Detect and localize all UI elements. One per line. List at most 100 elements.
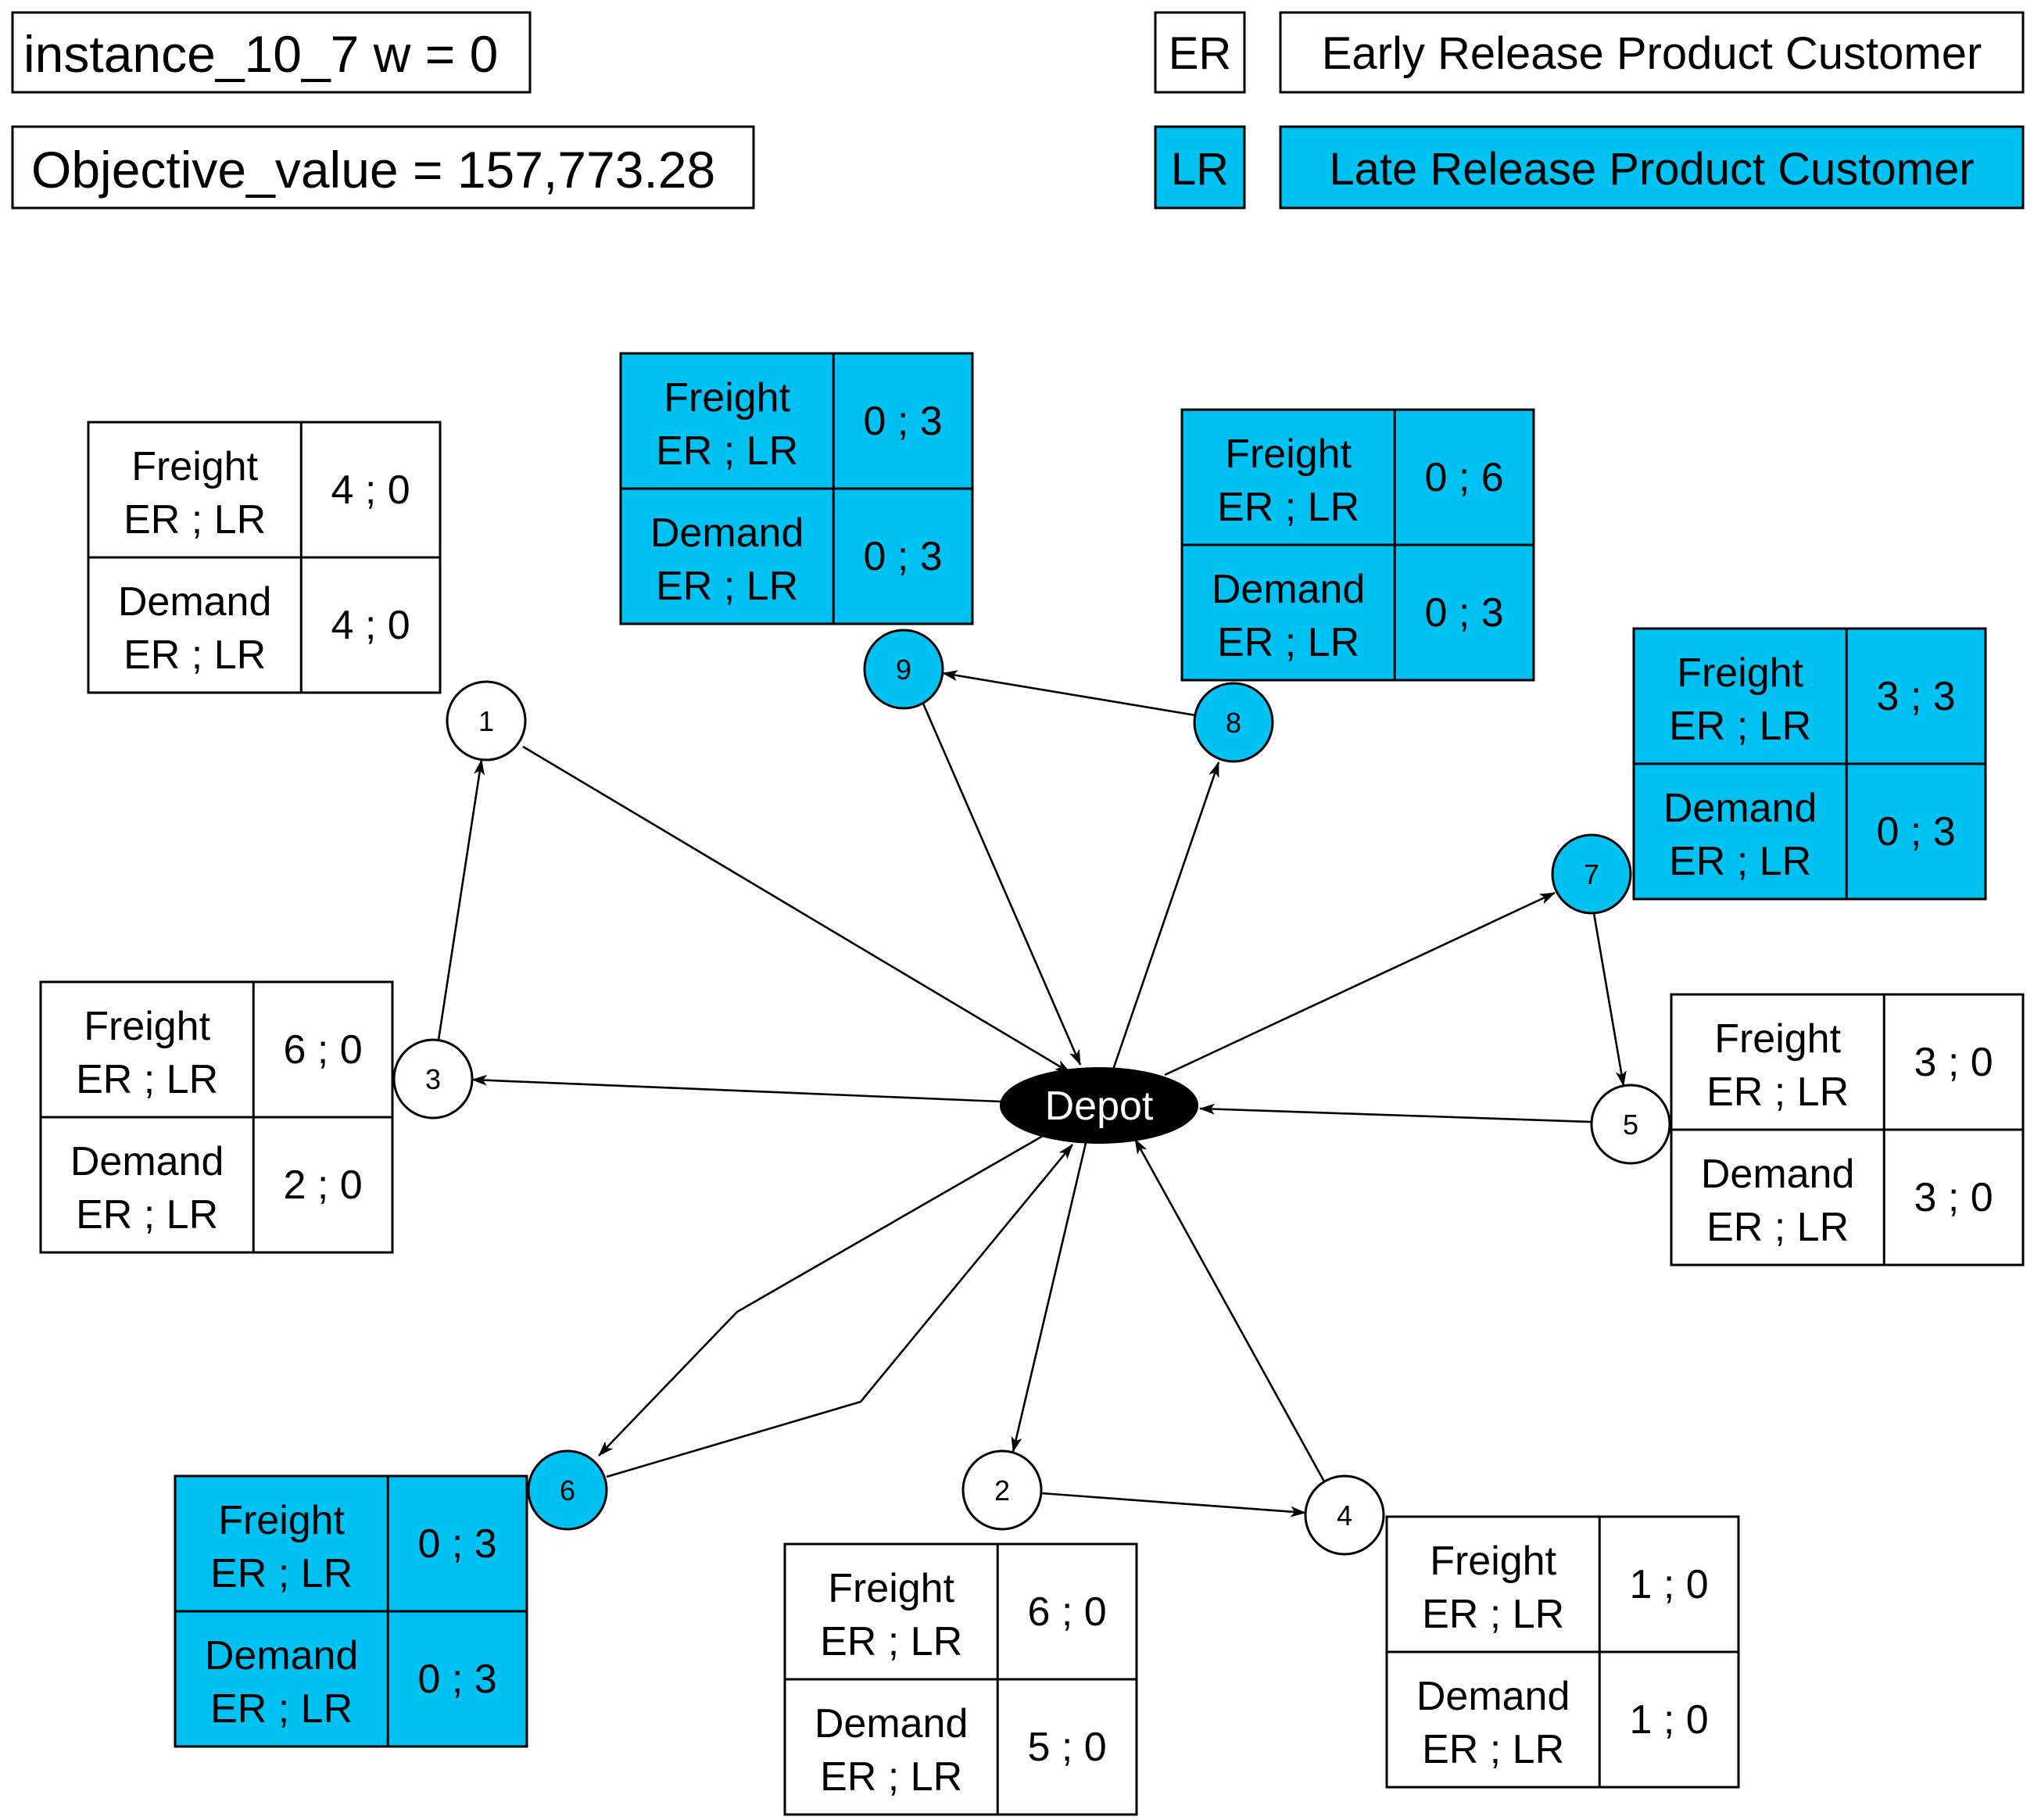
edge-6-depot bbox=[606, 1144, 1074, 1478]
demand-label: Demand bbox=[118, 579, 272, 625]
demand-value: 4 ; 0 bbox=[331, 603, 410, 648]
freight-label: Freight bbox=[1430, 1539, 1556, 1584]
demand-label: Demand bbox=[650, 511, 804, 556]
customer-node-9: 9 bbox=[863, 629, 944, 710]
svg-text:LR: LR bbox=[1171, 144, 1229, 195]
customer-node-label: 6 bbox=[560, 1474, 575, 1507]
freight-label: Freight bbox=[1225, 432, 1352, 477]
freight-value: 4 ; 0 bbox=[331, 468, 410, 513]
edge-2-4 bbox=[1040, 1492, 1306, 1517]
svg-text:Late Release Product Customer: Late Release Product Customer bbox=[1329, 144, 1974, 195]
freight-er-lr-label: ER ; LR bbox=[1669, 704, 1811, 749]
instance-label: instance_10_7 w = 0 bbox=[23, 25, 498, 83]
customer-node-label: 1 bbox=[478, 705, 494, 737]
customer-node-label: 3 bbox=[425, 1063, 441, 1095]
customer-node-label: 5 bbox=[1623, 1109, 1638, 1141]
customer-node-label: 8 bbox=[1226, 707, 1241, 739]
edge-depot-8 bbox=[1112, 761, 1220, 1070]
edge-3-1 bbox=[437, 759, 485, 1041]
freight-value: 3 ; 0 bbox=[1914, 1040, 1993, 1085]
edge-depot-2 bbox=[1011, 1142, 1087, 1453]
customer-node-2: 2 bbox=[961, 1449, 1043, 1531]
freight-value: 0 ; 6 bbox=[1425, 455, 1504, 500]
freight-er-lr-label: ER ; LR bbox=[1422, 1592, 1564, 1637]
demand-er-lr-label: ER ; LR bbox=[1669, 839, 1811, 884]
customer-table-1: Freight ER ; LR 4 ; 0 Demand ER ; LR 4 ; 0 bbox=[87, 421, 442, 694]
edge-1-depot bbox=[522, 745, 1071, 1074]
customer-table-8: Freight ER ; LR 0 ; 6 Demand ER ; LR 0 ; 3 bbox=[1180, 408, 1535, 682]
legend-lr-entry: Late Release Product Customer bbox=[1279, 125, 2025, 210]
demand-label: Demand bbox=[205, 1633, 359, 1678]
customer-node-label: 2 bbox=[994, 1474, 1010, 1507]
demand-er-lr-label: ER ; LR bbox=[820, 1754, 962, 1800]
edge-5-depot bbox=[1199, 1103, 1592, 1123]
demand-er-lr-label: ER ; LR bbox=[124, 632, 266, 678]
edge-4-depot bbox=[1133, 1138, 1326, 1482]
demand-er-lr-label: ER ; LR bbox=[210, 1686, 353, 1732]
customer-node-6: 6 bbox=[527, 1449, 608, 1531]
legend-lr-swatch: LR bbox=[1154, 125, 1246, 210]
customer-node-label: 7 bbox=[1584, 858, 1599, 890]
freight-label: Freight bbox=[828, 1566, 954, 1611]
demand-label: Demand bbox=[1212, 567, 1366, 612]
demand-value: 0 ; 3 bbox=[418, 1657, 497, 1702]
demand-label: Demand bbox=[1701, 1152, 1855, 1197]
demand-value: 0 ; 3 bbox=[1425, 590, 1504, 636]
customer-node-7: 7 bbox=[1551, 833, 1632, 915]
freight-label: Freight bbox=[1714, 1016, 1841, 1062]
legend-er-entry: Early Release Product Customer bbox=[1279, 11, 2025, 94]
freight-label: Freight bbox=[84, 1004, 210, 1049]
customer-node-3: 3 bbox=[392, 1038, 474, 1120]
route-edges bbox=[437, 670, 1627, 1517]
freight-value: 1 ; 0 bbox=[1630, 1562, 1709, 1607]
svg-text:ER: ER bbox=[1169, 28, 1232, 79]
demand-er-lr-label: ER ; LR bbox=[656, 564, 798, 609]
freight-label: Freight bbox=[131, 444, 258, 489]
demand-er-lr-label: ER ; LR bbox=[1422, 1727, 1564, 1772]
freight-er-lr-label: ER ; LR bbox=[1706, 1069, 1849, 1115]
demand-value: 3 ; 0 bbox=[1914, 1175, 1993, 1220]
customer-node-5: 5 bbox=[1590, 1084, 1671, 1165]
demand-er-lr-label: ER ; LR bbox=[1217, 620, 1359, 665]
demand-label: Demand bbox=[1663, 786, 1817, 831]
demand-er-lr-label: ER ; LR bbox=[76, 1192, 218, 1238]
freight-er-lr-label: ER ; LR bbox=[656, 428, 798, 474]
freight-value: 3 ; 3 bbox=[1877, 674, 1956, 719]
instance-box: instance_10_7 w = 0 bbox=[11, 11, 532, 94]
edge-depot-7 bbox=[1164, 891, 1556, 1077]
edge-9-depot bbox=[922, 703, 1082, 1066]
customer-table-3: Freight ER ; LR 6 ; 0 Demand ER ; LR 2 ; 0 bbox=[39, 980, 394, 1254]
customer-node-4: 4 bbox=[1304, 1474, 1385, 1556]
demand-value: 5 ; 0 bbox=[1028, 1725, 1107, 1770]
edge-7-5 bbox=[1592, 912, 1627, 1087]
freight-value: 6 ; 0 bbox=[284, 1027, 363, 1073]
freight-label: Freight bbox=[218, 1498, 345, 1543]
edge-8-9 bbox=[942, 670, 1197, 717]
freight-er-lr-label: ER ; LR bbox=[76, 1057, 218, 1102]
depot-node: Depot bbox=[1000, 1067, 1198, 1144]
edge-depot-6 bbox=[598, 1134, 1044, 1456]
demand-label: Demand bbox=[1416, 1674, 1570, 1719]
freight-er-lr-label: ER ; LR bbox=[210, 1551, 353, 1596]
legend-er-swatch: ER bbox=[1154, 11, 1246, 94]
svg-text:Early Release Product Customer: Early Release Product Customer bbox=[1322, 28, 1982, 79]
demand-label: Demand bbox=[70, 1139, 224, 1184]
depot-label: Depot bbox=[1045, 1084, 1154, 1129]
edge-depot-3 bbox=[471, 1074, 1001, 1103]
demand-value: 2 ; 0 bbox=[284, 1163, 363, 1208]
objective-label: Objective_value = 157,773.28 bbox=[31, 141, 715, 199]
freight-er-lr-label: ER ; LR bbox=[124, 497, 266, 543]
freight-er-lr-label: ER ; LR bbox=[1217, 485, 1359, 530]
freight-label: Freight bbox=[1677, 650, 1803, 696]
freight-value: 0 ; 3 bbox=[864, 399, 943, 444]
customer-node-1: 1 bbox=[446, 680, 527, 761]
